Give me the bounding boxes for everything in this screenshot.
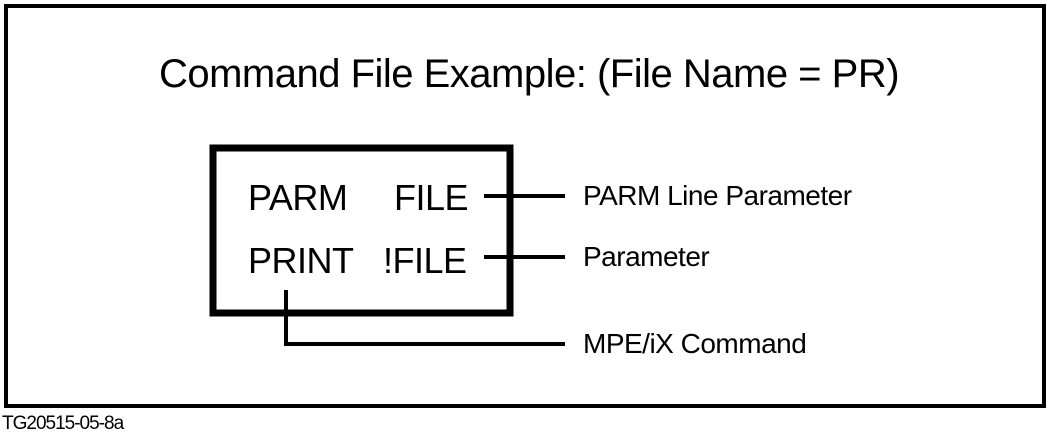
parm-keyword: PARM bbox=[248, 177, 348, 218]
callout-parameter: Parameter bbox=[583, 241, 710, 272]
print-argument: !FILE bbox=[383, 240, 467, 281]
command-file-box bbox=[209, 144, 514, 317]
callout-mpe-ix-command: MPE/iX Command bbox=[583, 328, 807, 359]
figure-title: Command File Example: (File Name = PR) bbox=[158, 52, 900, 96]
command-pointer bbox=[284, 290, 565, 346]
figure-id: TG20515-05-8a bbox=[2, 413, 124, 434]
callout-parm-line-parameter: PARM Line Parameter bbox=[583, 180, 852, 211]
figure-frame bbox=[4, 4, 1046, 408]
parm-argument: FILE bbox=[394, 177, 469, 218]
print-keyword: PRINT bbox=[248, 240, 354, 281]
